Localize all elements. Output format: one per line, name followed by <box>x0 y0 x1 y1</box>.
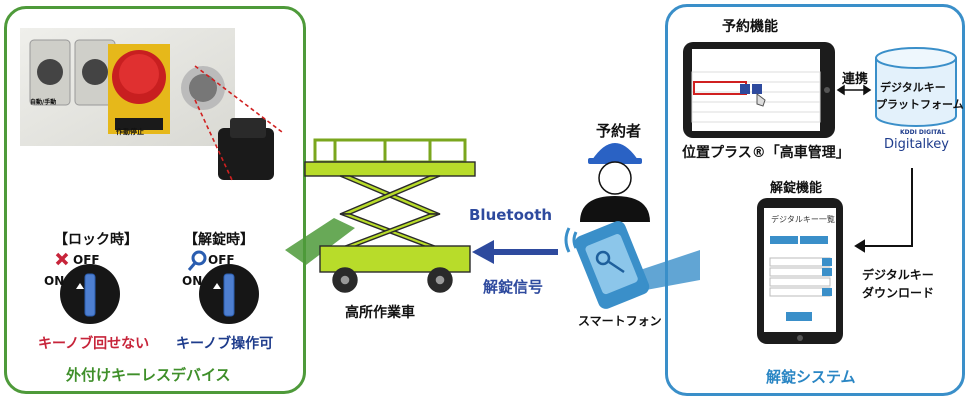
bluetooth-label: Bluetooth <box>469 206 553 224</box>
unlock-function-title: 解錠機能 <box>770 181 823 196</box>
download-line2: ダウンロード <box>862 286 935 300</box>
photo-button-label: 作動停止 <box>116 128 144 136</box>
right-panel-caption: 解錠システム <box>766 368 856 386</box>
lock-off-label: OFF <box>73 253 100 267</box>
lock-title: 【ロック時】 <box>54 232 138 248</box>
unlock-ring-icon <box>187 250 207 271</box>
tablet-icon <box>683 42 835 138</box>
download-arrow <box>854 168 913 253</box>
lock-caption: キーノブ回せない <box>38 336 150 352</box>
device-photo <box>20 28 283 181</box>
link-arrow <box>836 84 872 96</box>
digitalkey-logo: Digitalkey <box>884 137 949 152</box>
phone-icon <box>757 198 843 344</box>
smartphone-key-icon <box>564 221 650 309</box>
db-label-line2: プラットフォーム <box>876 98 964 111</box>
digitalkey-small-label: KDDI DIGITAL <box>900 129 946 136</box>
device-connector <box>285 218 355 265</box>
db-label-line1: デジタルキー <box>880 81 946 94</box>
unlock-title: 【解錠時】 <box>184 232 254 248</box>
keyless-device-panel <box>4 6 306 394</box>
photo-auto-label: 自動/手動 <box>30 99 57 106</box>
helmet-person-icon <box>580 143 650 222</box>
reserver-label: 予約者 <box>596 122 642 140</box>
hand-cursor-icon <box>756 93 766 107</box>
left-panel-caption: 外付けキーレスデバイス <box>66 366 231 384</box>
lock-on-label: ON <box>44 274 65 288</box>
phone-connector <box>640 250 700 290</box>
download-line1: デジタルキー <box>862 268 934 282</box>
smartphone-label: スマートフォン <box>578 314 662 328</box>
scissor-lift-icon <box>304 138 476 293</box>
phone-screen-title: デジタルキー一覧 <box>771 215 835 224</box>
machine-label: 高所作業車 <box>345 305 415 321</box>
x-mark-icon <box>55 252 69 266</box>
unlock-signal-arrow <box>472 240 558 264</box>
database-icon <box>875 47 957 127</box>
lock-knob-icon <box>60 264 120 324</box>
tablet-caption: 位置プラス®「高車管理」 <box>682 145 850 161</box>
signal-label: 解錠信号 <box>483 278 544 296</box>
unlock-caption: キーノブ操作可 <box>176 336 274 352</box>
unlock-on-label: ON <box>182 274 203 288</box>
unlock-system-panel <box>665 4 965 396</box>
link-label: 連携 <box>842 72 869 87</box>
unlock-off-label: OFF <box>208 253 235 267</box>
unlock-knob-icon <box>199 264 259 324</box>
reservation-title: 予約機能 <box>722 19 778 35</box>
